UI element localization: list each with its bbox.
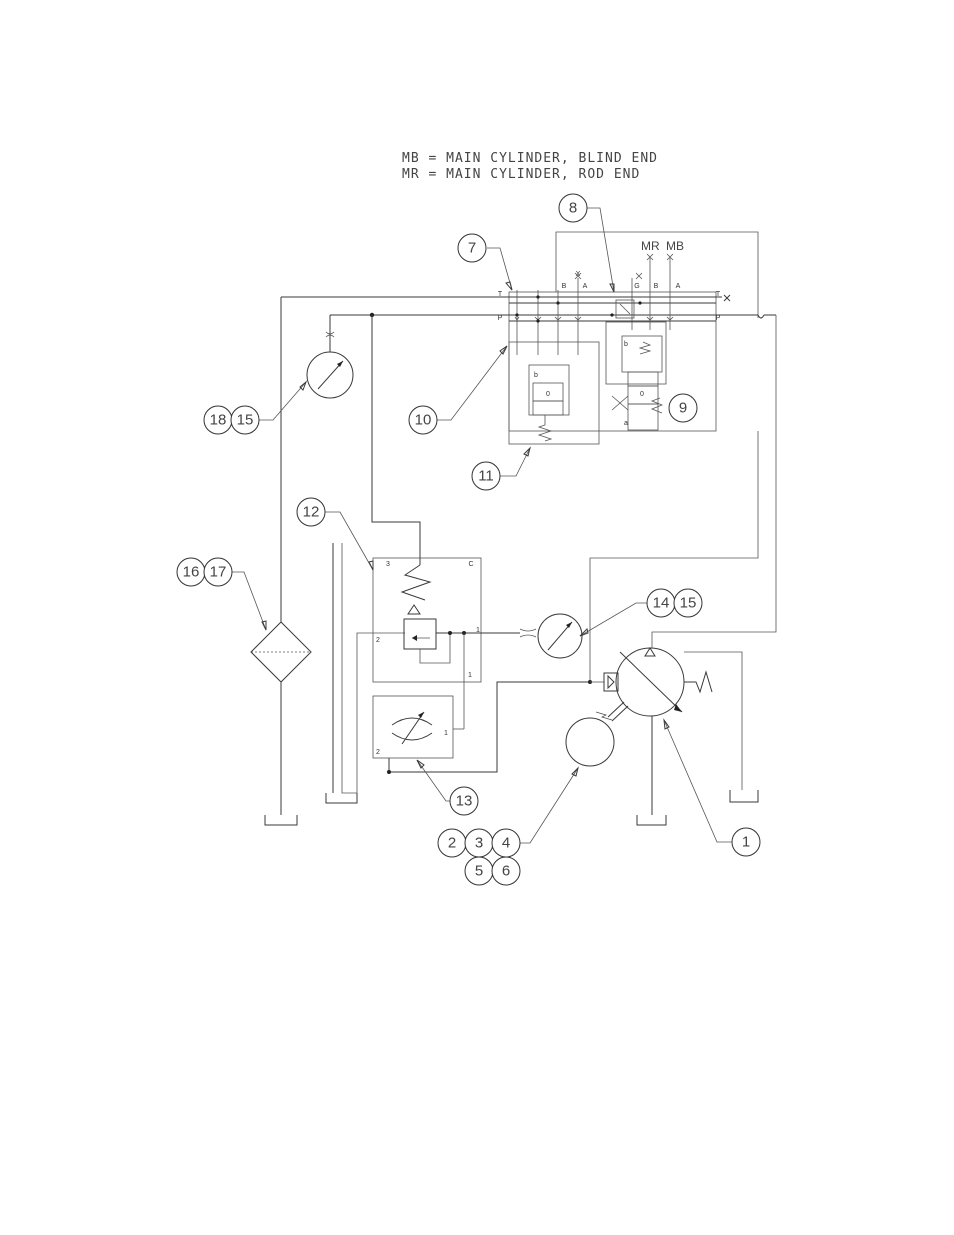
port-label-2-flow: 2 [376,749,380,756]
svg-text:2: 2 [448,835,456,852]
callout-1: 1 [732,828,760,856]
port-label-1-flow: 1 [444,730,448,737]
callout-10: 10 [409,406,437,434]
filter-symbol [251,622,311,682]
svg-text:11: 11 [478,468,494,485]
port-label-a-left: A [583,283,588,290]
svg-text:12: 12 [303,504,320,521]
port-label-mb: MB [666,239,684,253]
svg-text:13: 13 [456,793,473,810]
svg-text:b: b [624,341,628,348]
callout-2: 2 [438,829,466,857]
callout-3: 3 [465,829,493,857]
callout-12: 12 [297,498,325,526]
port-label-b-right: B [654,283,659,290]
svg-text:9: 9 [679,400,687,417]
pressure-gauge-upper [307,315,353,398]
port-label-p-right: P [716,315,721,322]
port-label-g: G [634,283,639,290]
pressure-line-right [588,315,776,684]
callout-4: 4 [492,829,520,857]
callout-11: 11 [472,462,500,490]
port-label-a-right: A [676,283,681,290]
port-label-x-left: X [576,271,581,278]
relief-valve-block [342,543,520,793]
electric-motor [566,712,614,766]
callout-13: 13 [450,787,478,815]
svg-text:18: 18 [210,412,227,429]
callout-9: 9 [669,394,697,422]
port-label-b-left: B [562,283,567,290]
callout-17: 17 [204,558,232,586]
valve-manifold: b 0 b 0 a [281,232,776,444]
callout-6: 6 [492,857,520,885]
callout-15-lower: 15 [674,589,702,617]
port-label-1-upper: 1 [476,627,480,634]
svg-text:7: 7 [468,240,476,257]
flow-control-block [326,543,590,803]
callout-5: 5 [465,857,493,885]
svg-text:6: 6 [502,863,510,880]
port-label-2-upper: 2 [376,637,380,644]
return-line [265,297,297,825]
callout-14: 14 [647,589,675,617]
port-label-t-left: T [498,291,503,298]
port-label-t-right: T [716,291,721,298]
svg-text:4: 4 [502,835,510,852]
svg-text:b: b [534,372,538,379]
svg-text:8: 8 [569,200,577,217]
svg-text:3: 3 [475,835,483,852]
callout-8: 8 [559,194,587,222]
svg-text:0: 0 [640,391,644,398]
svg-text:14: 14 [653,595,670,612]
pressure-gauge-lower [520,614,582,658]
pilot-line [370,313,420,565]
svg-text:15: 15 [237,412,254,429]
svg-text:17: 17 [210,564,227,581]
callout-18: 18 [204,406,232,434]
svg-text:10: 10 [415,412,432,429]
legend-line-mr: MR = MAIN CYLINDER, ROD END [402,167,640,182]
port-label-p-left: P [498,315,503,322]
svg-text:15: 15 [680,595,697,612]
variable-pump [604,648,758,825]
svg-text:a: a [624,420,628,427]
callout-16: 16 [177,558,205,586]
port-label-3: 3 [386,561,390,568]
legend-line-mb: MB = MAIN CYLINDER, BLIND END [402,151,658,166]
svg-text:1: 1 [742,834,750,851]
port-label-mr: MR [641,239,660,253]
callout-7: 7 [458,234,486,262]
callout-15-upper: 15 [231,406,259,434]
svg-text:5: 5 [475,863,483,880]
svg-text:16: 16 [183,564,200,581]
svg-text:0: 0 [546,391,550,398]
port-label-c: C [468,561,473,568]
port-label-1-lower: 1 [468,672,472,679]
